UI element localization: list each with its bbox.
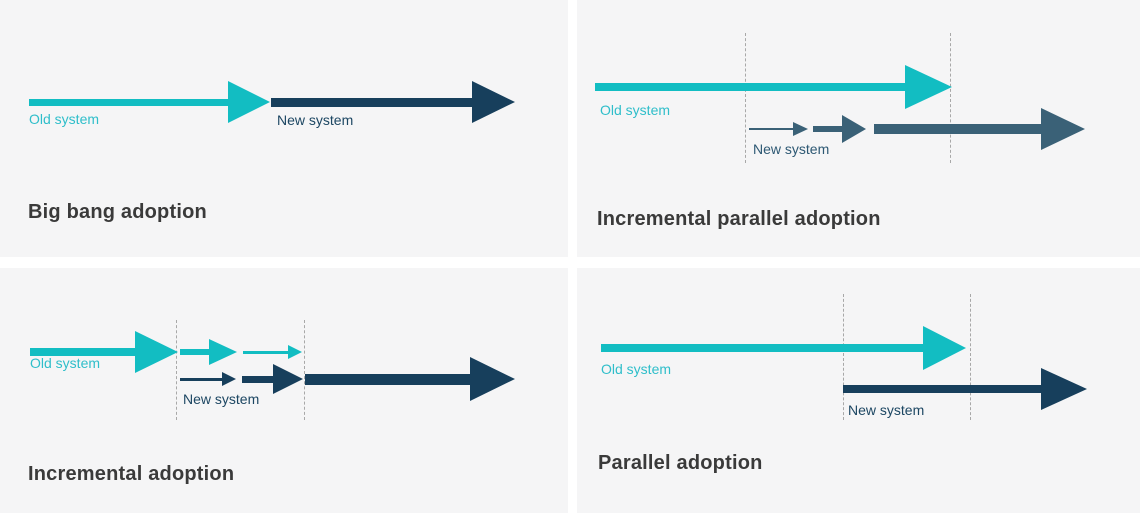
old-system-arrow-segment-1-shaft [30, 348, 137, 356]
phase-divider-dashed-line [304, 320, 305, 420]
old-system-label: Old system [30, 355, 101, 371]
old-system-label: Old system [600, 102, 671, 118]
new-system-arrow-segment-2-shaft [242, 375, 275, 383]
new-system-arrow-segment-3-head [470, 356, 515, 401]
new-system-arrow-segment-1-head [222, 371, 236, 386]
new-system-arrow-segment-1-shaft [749, 128, 795, 130]
phase-divider-dashed-line [843, 294, 844, 420]
new-system-arrow-segment-1-shaft [180, 377, 224, 381]
new-system-arrow-segment-3-shaft [305, 373, 472, 385]
new-system-label: New system [183, 391, 260, 407]
new-system-arrow-head [472, 81, 515, 123]
panel-title: Parallel adoption [598, 452, 763, 474]
new-system-arrow-segment-3-head [1041, 108, 1085, 150]
new-system-arrow-shaft [843, 385, 1043, 393]
old-system-arrow-head [923, 326, 966, 370]
phase-divider-dashed-line [970, 294, 971, 420]
old-system-arrow-segment-2-head [209, 339, 237, 365]
old-system-arrow-head [228, 81, 270, 123]
panel-big-bang-adoption: Big bang adoption Old system New system [0, 0, 568, 257]
new-system-arrow-segment-2-shaft [813, 126, 844, 132]
old-system-label: Old system [601, 361, 672, 377]
old-system-arrow-segment-1-head [135, 331, 178, 373]
new-system-arrow-segment-2-head [273, 364, 303, 394]
new-system-label: New system [753, 141, 830, 157]
new-system-arrow-segment-1-head [793, 121, 808, 136]
new-system-label: New system [277, 112, 354, 128]
panel-title: Incremental adoption [28, 463, 235, 485]
old-system-label: Old system [29, 111, 100, 127]
old-system-arrow-segment-3-shaft [243, 350, 290, 354]
old-system-arrow-head [905, 65, 952, 109]
new-system-label: New system [848, 402, 925, 418]
old-system-arrow-shaft [601, 344, 925, 352]
new-system-arrow-segment-2-head [842, 115, 866, 143]
new-system-arrow-shaft [271, 97, 474, 107]
panel-title: Incremental parallel adoption [597, 208, 881, 230]
new-system-arrow-segment-3-shaft [874, 124, 1043, 134]
old-system-arrow-shaft [29, 98, 230, 106]
phase-divider-dashed-line [745, 33, 746, 163]
panel-incremental-parallel-adoption: Incremental parallel adoption Old system… [577, 0, 1140, 257]
old-system-arrow-shaft [595, 83, 907, 91]
new-system-arrow-head [1041, 368, 1087, 410]
old-system-arrow-segment-3-head [288, 345, 302, 359]
panel-title: Big bang adoption [28, 201, 207, 223]
old-system-arrow-segment-2-shaft [180, 349, 211, 355]
